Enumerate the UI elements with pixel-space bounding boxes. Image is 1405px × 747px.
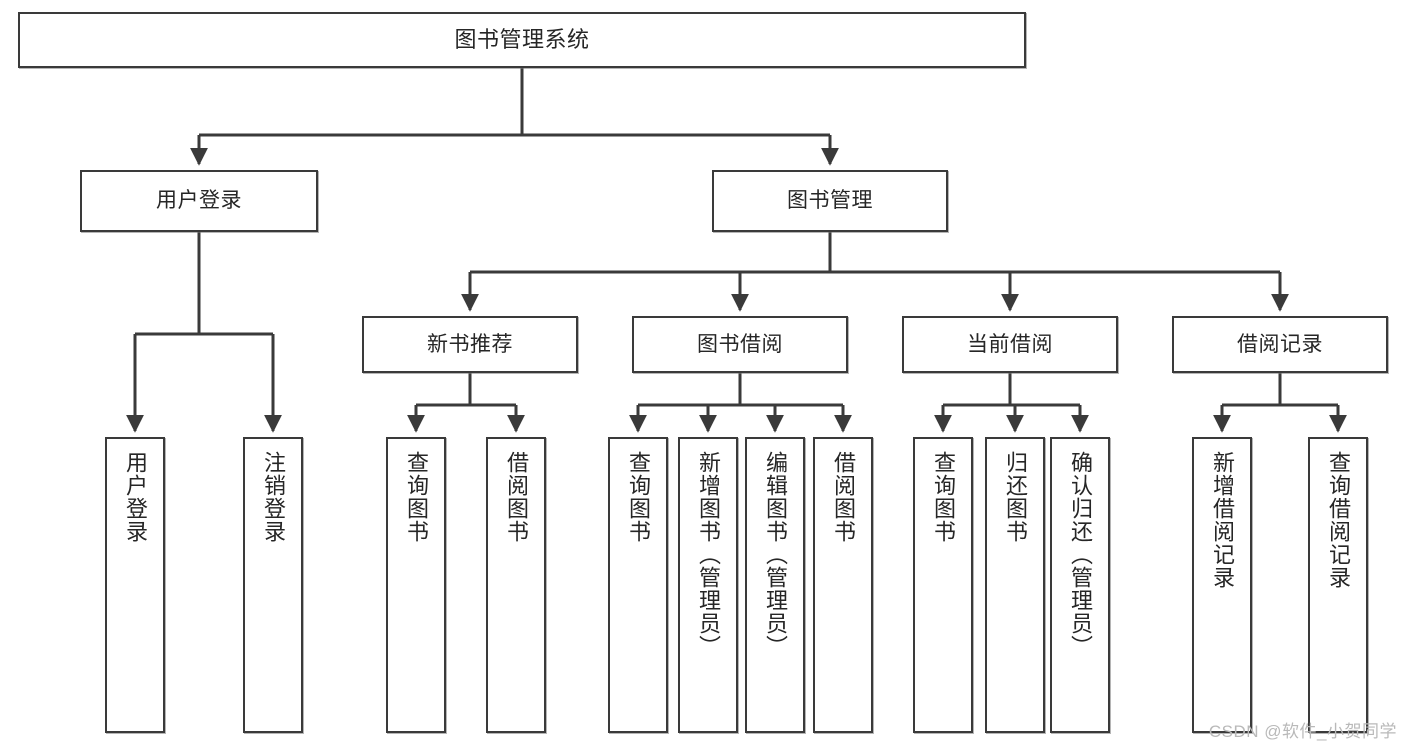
csdn-watermark: CSDN @软件_小贺同学 — [1208, 722, 1397, 741]
node-leaf-return-book-label: 归还图书 — [1002, 451, 1028, 543]
node-current-borrow-label: 当前借阅 — [967, 332, 1053, 356]
node-book-manage-label: 图书管理 — [787, 189, 873, 213]
node-new-book-recommend[interactable]: 新书推荐 — [362, 316, 578, 373]
node-leaf-add-borrow-record[interactable]: 新增借阅记录 — [1192, 437, 1252, 733]
node-leaf-borrow-book-recommend[interactable]: 借阅图书 — [486, 437, 546, 733]
node-current-borrow[interactable]: 当前借阅 — [902, 316, 1118, 373]
node-leaf-query-book-current[interactable]: 查询图书 — [913, 437, 973, 733]
node-leaf-confirm-return-label: 确认归还（管理员） — [1067, 451, 1093, 658]
node-borrow-record-label: 借阅记录 — [1237, 332, 1323, 356]
node-leaf-query-book-current-label: 查询图书 — [930, 451, 956, 543]
node-leaf-add-borrow-record-label: 新增借阅记录 — [1209, 451, 1235, 589]
node-leaf-confirm-return[interactable]: 确认归还（管理员） — [1050, 437, 1110, 733]
node-leaf-query-book-recommend[interactable]: 查询图书 — [386, 437, 446, 733]
node-leaf-borrow-book[interactable]: 借阅图书 — [813, 437, 873, 733]
node-leaf-query-book-borrow-label: 查询图书 — [625, 451, 651, 543]
node-leaf-borrow-book-label: 借阅图书 — [830, 451, 856, 543]
node-leaf-query-book-borrow[interactable]: 查询图书 — [608, 437, 668, 733]
node-leaf-user-login[interactable]: 用户登录 — [105, 437, 165, 733]
node-root[interactable]: 图书管理系统 — [18, 12, 1026, 68]
node-leaf-add-book[interactable]: 新增图书（管理员） — [678, 437, 738, 733]
node-user-login[interactable]: 用户登录 — [80, 170, 318, 232]
node-new-book-recommend-label: 新书推荐 — [427, 332, 513, 356]
node-leaf-query-borrow-record[interactable]: 查询借阅记录 — [1308, 437, 1368, 733]
node-book-borrow[interactable]: 图书借阅 — [632, 316, 848, 373]
node-leaf-edit-book-label: 编辑图书（管理员） — [762, 451, 788, 658]
node-leaf-query-borrow-record-label: 查询借阅记录 — [1325, 451, 1351, 589]
node-leaf-return-book[interactable]: 归还图书 — [985, 437, 1045, 733]
node-leaf-add-book-label: 新增图书（管理员） — [695, 451, 721, 658]
node-leaf-user-logout-label: 注销登录 — [260, 451, 286, 543]
node-root-label: 图书管理系统 — [454, 26, 590, 52]
node-leaf-edit-book[interactable]: 编辑图书（管理员） — [745, 437, 805, 733]
node-leaf-query-book-recommend-label: 查询图书 — [403, 451, 429, 543]
node-book-manage[interactable]: 图书管理 — [712, 170, 948, 232]
node-leaf-borrow-book-recommend-label: 借阅图书 — [503, 451, 529, 543]
node-user-login-label: 用户登录 — [156, 189, 242, 213]
node-book-borrow-label: 图书借阅 — [697, 332, 783, 356]
node-leaf-user-login-label: 用户登录 — [122, 451, 148, 543]
node-leaf-user-logout[interactable]: 注销登录 — [243, 437, 303, 733]
node-borrow-record[interactable]: 借阅记录 — [1172, 316, 1388, 373]
